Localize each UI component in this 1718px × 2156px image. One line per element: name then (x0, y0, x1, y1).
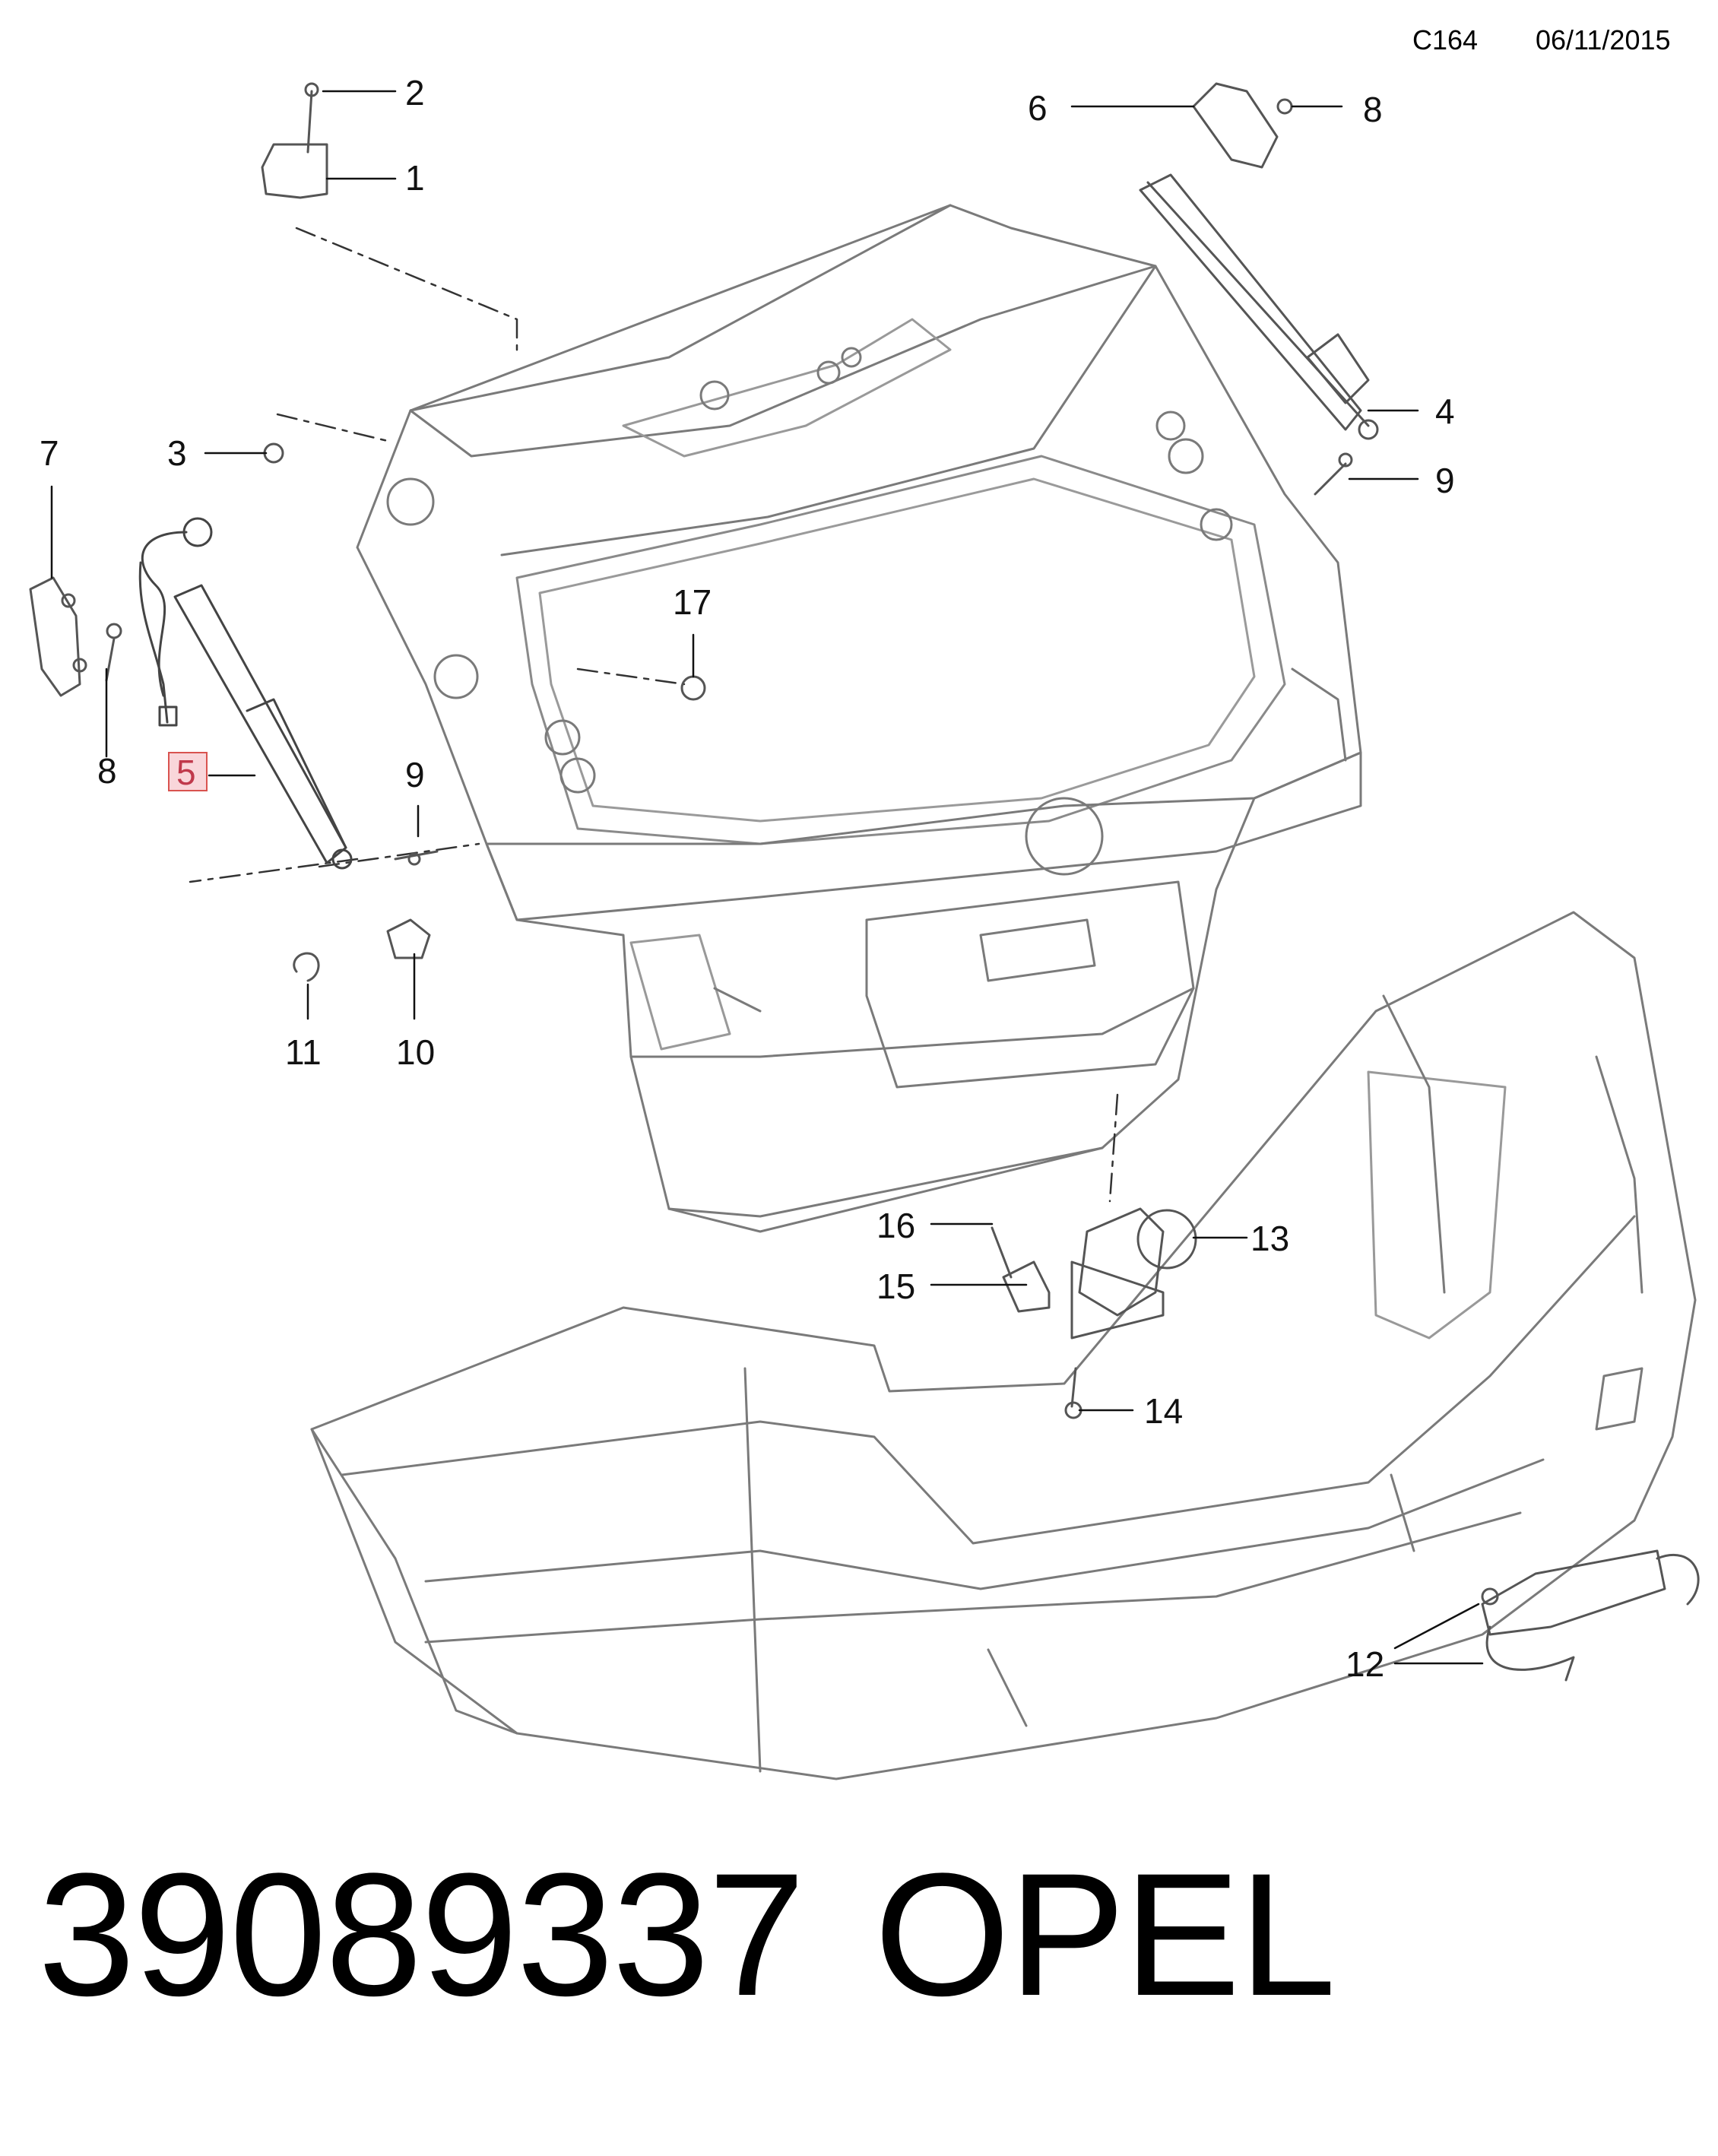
callout-10: 10 (396, 1032, 435, 1072)
callout-12: 12 (1346, 1644, 1384, 1684)
callout-13: 13 (1250, 1219, 1289, 1258)
clip-10 (386, 918, 431, 959)
callout-8-left: 8 (97, 751, 117, 791)
part-number: 39089337 (38, 1837, 805, 2032)
latch-13 (1070, 1207, 1197, 1340)
gas-strut-5 (138, 517, 353, 870)
callout-leaders (50, 90, 1484, 1665)
diagram-date: 06/11/2015 (1536, 24, 1671, 55)
callout-8-right: 8 (1363, 90, 1383, 129)
grommet-11 (293, 952, 320, 982)
hinge-6 (1192, 82, 1279, 169)
diagram-code: C164 (1412, 24, 1479, 55)
tailgate-panel (356, 204, 1362, 1233)
bracket-7 (29, 576, 81, 697)
callout-7: 7 (40, 433, 59, 473)
callout-3: 3 (167, 433, 187, 473)
callout-16: 16 (876, 1206, 915, 1245)
nut-3 (263, 442, 284, 464)
harness-12 (1481, 1549, 1700, 1682)
leader-dashes (189, 227, 1119, 1203)
callout-14: 14 (1144, 1391, 1183, 1431)
callout-11: 11 (285, 1032, 322, 1072)
hinge-1 (261, 143, 328, 199)
brand-name: OPEL (874, 1837, 1336, 2032)
tailgate-exploded-diagram: 2 1 3 7 8 5 9 10 11 17 6 8 4 9 16 15 13 … (29, 73, 1700, 1780)
callout-9-right: 9 (1435, 461, 1455, 500)
callout-17: 17 (673, 582, 712, 622)
bracket-15 (1002, 1260, 1051, 1313)
bolt-2 (306, 90, 313, 154)
callout-4: 4 (1435, 392, 1455, 431)
callout-15: 15 (876, 1267, 915, 1306)
callout-9-left: 9 (405, 755, 425, 794)
callout-5: 5 (176, 753, 196, 792)
rear-bumper (310, 911, 1697, 1780)
callout-6: 6 (1028, 88, 1048, 128)
callout-5-highlight (168, 752, 208, 791)
callout-2: 2 (405, 73, 425, 113)
callout-1: 1 (405, 158, 425, 198)
plug-17 (680, 675, 706, 701)
